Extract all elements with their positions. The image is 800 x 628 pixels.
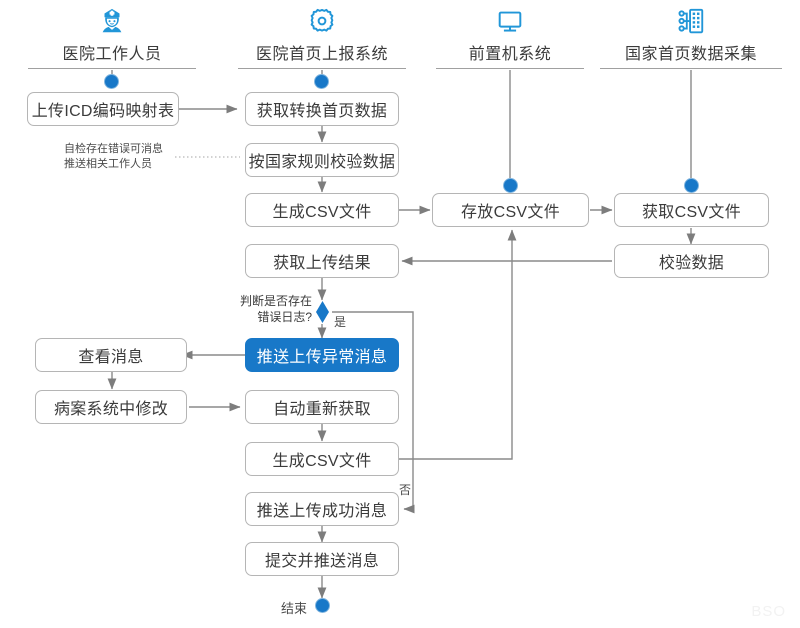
lane-header-report: 医院首页上报系统: [238, 6, 406, 69]
lane-header-staff: 医院工作人员: [28, 6, 196, 69]
node-label: 查看消息: [78, 349, 144, 366]
lane-header-frontend: 前置机系统: [436, 6, 584, 69]
decision-question-line1: 判断是否存在: [239, 294, 312, 308]
node-label: 生成CSV文件: [272, 204, 372, 221]
watermark: BSO: [751, 603, 786, 620]
lane-title-national: 国家首页数据采集: [600, 40, 782, 69]
node-label: 校验数据: [658, 255, 725, 272]
decision-question: 判断是否存在 错误日志?: [228, 293, 312, 325]
server-network-icon: [600, 6, 782, 38]
decision-has-error-log[interactable]: [316, 301, 329, 323]
note-line2: 推送相关工作人员: [64, 158, 152, 170]
edge-gencsv2-to-store: [395, 229, 517, 460]
nurse-icon: [28, 6, 196, 38]
gear-icon: [238, 6, 406, 38]
node-fetch-convert[interactable]: 获取转换首页数据: [245, 92, 399, 126]
node-store-csv[interactable]: 存放CSV文件: [432, 193, 589, 227]
node-label: 生成CSV文件: [272, 453, 372, 470]
start-dot-national: [684, 178, 699, 193]
lane-title-frontend: 前置机系统: [436, 40, 584, 69]
node-push-error[interactable]: 推送上传异常消息: [245, 338, 399, 372]
node-view-msg[interactable]: 查看消息: [35, 338, 187, 372]
node-label: 获取上传结果: [273, 255, 371, 272]
node-label: 按国家规则校验数据: [248, 154, 396, 171]
note-line1: 自检存在错误可消息: [64, 143, 163, 155]
lane-title-report: 医院首页上报系统: [238, 40, 406, 69]
node-label: 病案系统中修改: [53, 401, 169, 418]
start-dot-staff: [104, 74, 119, 89]
node-get-result[interactable]: 获取上传结果: [245, 244, 399, 278]
node-upload-icd[interactable]: 上传ICD编码映射表: [27, 92, 179, 126]
node-gen-csv-2[interactable]: 生成CSV文件: [245, 442, 399, 476]
node-label: 自动重新获取: [273, 401, 371, 418]
lane-title-staff: 医院工作人员: [28, 40, 196, 69]
node-auto-refetch[interactable]: 自动重新获取: [245, 390, 399, 424]
node-label: 推送上传异常消息: [256, 349, 388, 366]
node-get-csv[interactable]: 获取CSV文件: [614, 193, 769, 227]
start-dot-frontend: [503, 178, 518, 193]
node-label: 获取转换首页数据: [256, 103, 388, 120]
lane-header-national: 国家首页数据采集: [600, 6, 782, 69]
node-gen-csv-1[interactable]: 生成CSV文件: [245, 193, 399, 227]
decision-question-line2: 错误日志?: [257, 310, 312, 324]
node-label: 上传ICD编码映射表: [31, 103, 175, 120]
node-label: 获取CSV文件: [642, 204, 741, 221]
node-submit-push[interactable]: 提交并推送消息: [245, 542, 399, 576]
node-edit-record[interactable]: 病案系统中修改: [35, 390, 187, 424]
end-label: 结束: [281, 601, 308, 616]
node-label: 存放CSV文件: [461, 204, 560, 221]
end-dot: [315, 598, 330, 613]
node-label: 推送上传成功消息: [256, 503, 388, 520]
node-push-success[interactable]: 推送上传成功消息: [245, 492, 399, 526]
node-verify-data[interactable]: 校验数据: [614, 244, 769, 278]
decision-yes-label: 是: [334, 315, 347, 329]
note-self-check: 自检存在错误可消息 推送相关工作人员: [64, 142, 163, 172]
start-dot-report: [314, 74, 329, 89]
monitor-icon: [436, 6, 584, 38]
node-validate-rule[interactable]: 按国家规则校验数据: [245, 143, 399, 177]
decision-no-label: 否: [399, 483, 412, 497]
node-label: 提交并推送消息: [264, 553, 380, 570]
